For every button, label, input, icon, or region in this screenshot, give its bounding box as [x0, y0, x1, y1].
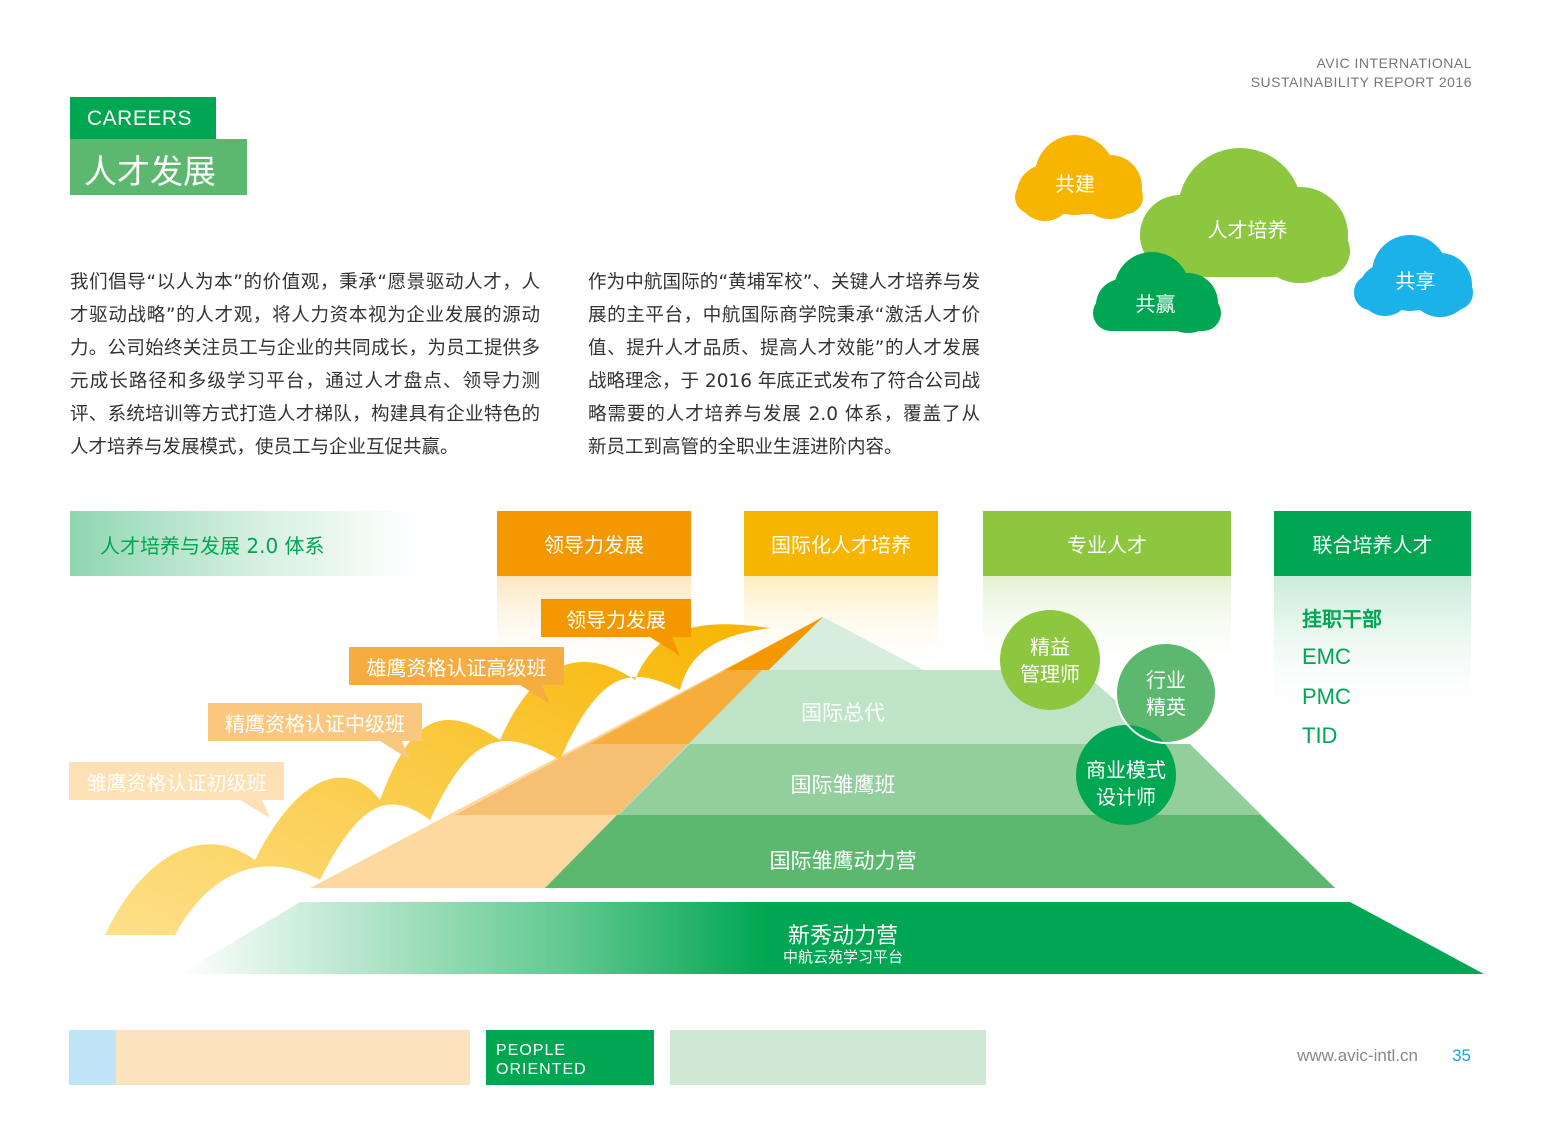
- section-title-en: CAREERS: [70, 97, 216, 139]
- stair-box-4: [541, 599, 691, 637]
- circle-biz-label: 商业模式 设计师: [1071, 757, 1181, 811]
- footer-bar-orange: [116, 1030, 470, 1085]
- base-subtitle: 中航云苑学习平台: [782, 948, 903, 966]
- cloud-talent-label: 人才培养: [1207, 218, 1288, 242]
- circle-lean-label: 精益 管理师: [1000, 634, 1100, 688]
- joint-column-bg: [1274, 576, 1471, 726]
- stair-label-3: 雄鹰资格认证高级班: [366, 655, 547, 680]
- stair-box-3: [349, 647, 564, 685]
- joint-item-3: PMC: [1302, 684, 1351, 709]
- circle-industry-line2: 精英: [1146, 695, 1186, 719]
- stair-box-2: [208, 703, 422, 741]
- joint-header-box: [1274, 511, 1471, 576]
- stair-label-2: 精鹰资格认证中级班: [225, 711, 405, 736]
- report-header-line2: SUSTAINABILITY REPORT 2016: [1250, 74, 1472, 90]
- pyramid-mid-label: 国际雏鹰班: [790, 773, 896, 797]
- pyramid-low-label: 国际雏鹰动力营: [769, 849, 917, 873]
- growth-wave: [105, 624, 770, 935]
- page-number: 35: [1452, 1046, 1471, 1065]
- footer-tag-line2: ORIENTED: [496, 1061, 587, 1078]
- header-joint: 联合培养人才: [1312, 533, 1433, 557]
- base-title: 新秀动力营: [787, 924, 898, 949]
- intro-paragraph-right: 作为中航国际的“黄埔军校”、关键人才培养与发展的主平台，中航国际商学院秉承“激活…: [588, 272, 980, 458]
- circle-biz-line1: 商业模式: [1086, 758, 1166, 782]
- joint-item-2: EMC: [1302, 644, 1351, 669]
- report-header: AVIC INTERNATIONAL SUSTAINABILITY REPORT…: [1251, 54, 1472, 92]
- cloud-build-label: 共建: [1055, 172, 1095, 196]
- header-international: 国际化人才培养: [771, 533, 911, 557]
- footer-bar-blue: [69, 1030, 116, 1085]
- cloud-win: [1093, 252, 1221, 333]
- joint-item-4: TID: [1302, 723, 1338, 748]
- cloud-share: [1354, 235, 1473, 317]
- stair-label-4: 领导力发展: [566, 607, 666, 632]
- stair-label-1: 雏鹰资格认证初级班: [86, 770, 267, 795]
- professional-header-box: [983, 511, 1231, 576]
- joint-item-1: 挂职干部: [1302, 607, 1382, 631]
- footer-url[interactable]: www.avic-intl.cn: [1297, 1046, 1418, 1065]
- header-professional: 专业人才: [1067, 533, 1147, 557]
- report-header-line1: AVIC INTERNATIONAL: [1316, 55, 1472, 71]
- pyramid-top-label: 国际总代: [801, 701, 885, 725]
- circle-lean-line2: 管理师: [1020, 662, 1080, 686]
- base-platform: [180, 902, 1484, 974]
- values-cloud-graphic: [1015, 135, 1473, 333]
- circle-lean-line1: 精益: [1030, 635, 1070, 659]
- circle-industry-elite: [1116, 643, 1216, 743]
- intro-paragraph-left: 我们倡导“以人为本”的价值观，秉承“愿景驱动人才，人才驱动战略”的人才观，将人力…: [70, 272, 540, 458]
- section-title-cn: 人才发展: [70, 139, 247, 195]
- orange-pyramid-low: [310, 617, 823, 888]
- circle-industry-label: 行业 精英: [1116, 667, 1216, 721]
- footer-bar-green: [670, 1030, 986, 1085]
- circle-industry-line1: 行业: [1146, 668, 1186, 692]
- circle-business-designer: [1076, 725, 1176, 825]
- header-leadership: 领导力发展: [544, 533, 644, 557]
- circle-biz-line2: 设计师: [1096, 785, 1156, 809]
- cloud-build: [1015, 135, 1143, 221]
- system-title-bar: [70, 511, 415, 576]
- circle-lean-manager: [1000, 610, 1100, 710]
- stair-box-1: [69, 762, 284, 800]
- cloud-win-label: 共赢: [1135, 292, 1176, 316]
- international-header-box: [744, 511, 938, 576]
- leadership-header-box: [497, 511, 691, 576]
- system-title: 人才培养与发展 2.0 体系: [100, 534, 325, 558]
- cloud-share-label: 共享: [1395, 269, 1436, 293]
- footer-people-oriented-tag: PEOPLE ORIENTED: [486, 1030, 654, 1085]
- footer-tag-line1: PEOPLE: [496, 1042, 567, 1059]
